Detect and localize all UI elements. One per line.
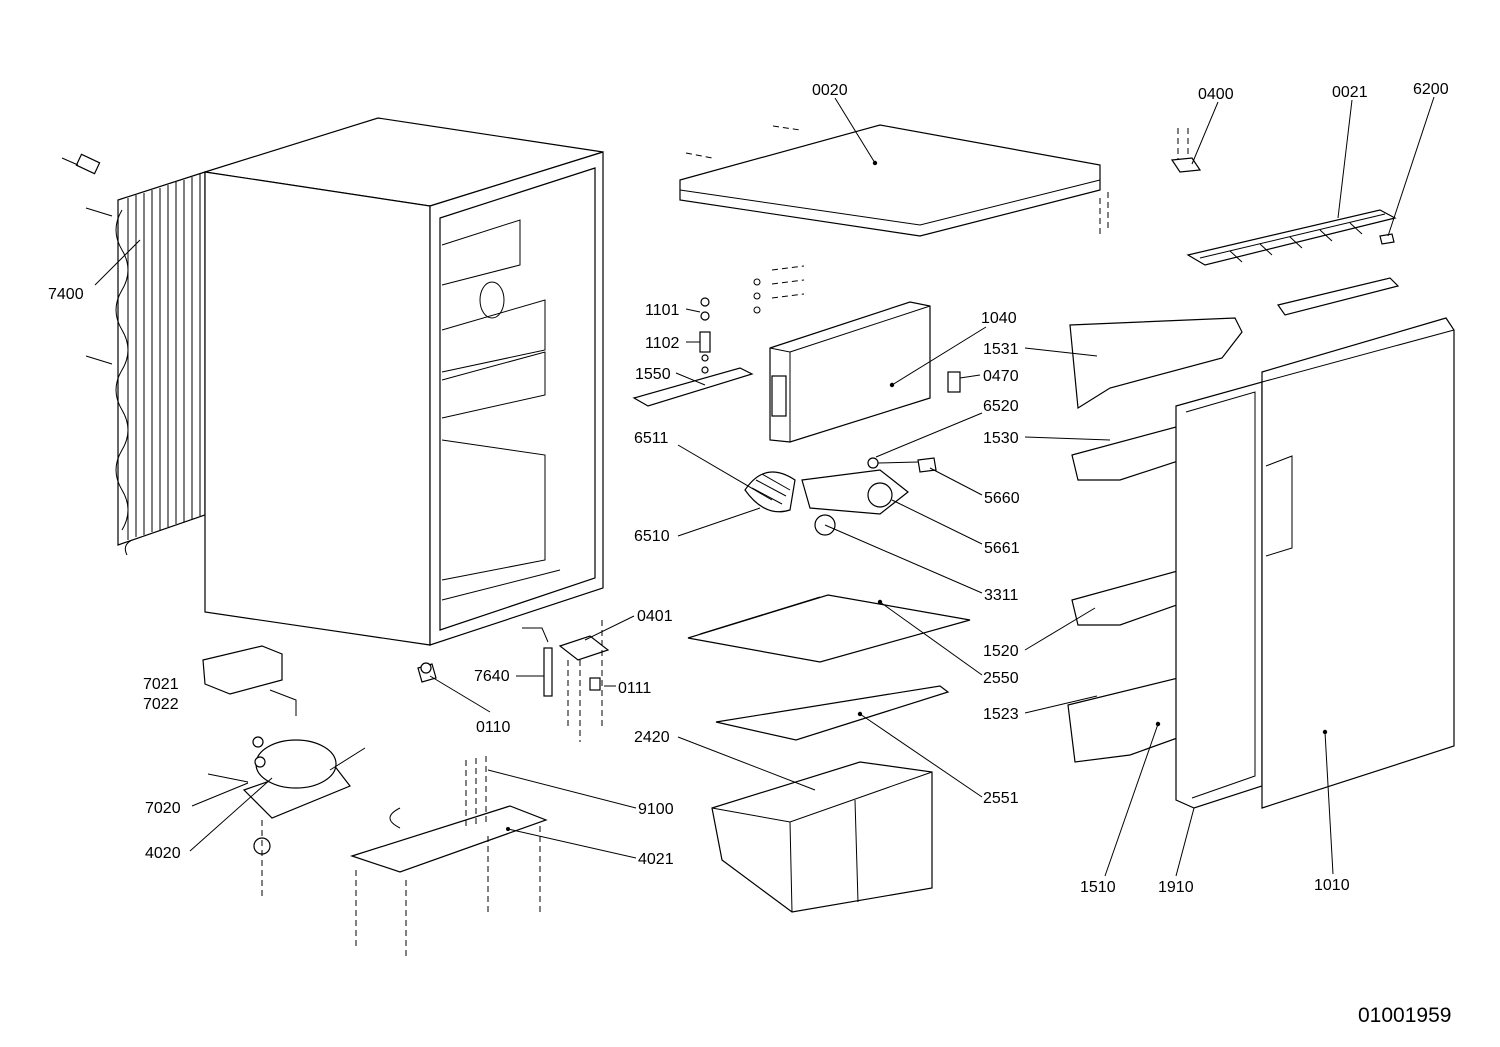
control-panel bbox=[753, 265, 931, 443]
top-cover bbox=[679, 124, 1109, 237]
label-6200: 6200 bbox=[1413, 81, 1449, 98]
label-5661: 5661 bbox=[984, 540, 1020, 557]
label-0401: 0401 bbox=[637, 608, 673, 625]
label-7400: 7400 bbox=[48, 286, 84, 303]
label-1040: 1040 bbox=[981, 310, 1017, 327]
label-4021: 4021 bbox=[638, 851, 674, 868]
label-3311: 3311 bbox=[984, 587, 1019, 604]
top-hinge bbox=[1170, 128, 1202, 173]
document-number: 01001959 bbox=[1358, 1004, 1451, 1027]
label-6510: 6510 bbox=[634, 528, 670, 545]
door-assembly bbox=[1175, 317, 1455, 809]
lower-hardware bbox=[417, 620, 610, 742]
label-1010: 1010 bbox=[1314, 877, 1350, 894]
label-7020: 7020 bbox=[145, 800, 181, 817]
lamp-assembly bbox=[744, 457, 937, 536]
grid-shelf bbox=[1186, 209, 1400, 316]
small-hardware bbox=[632, 297, 961, 407]
label-2550: 2550 bbox=[983, 670, 1019, 687]
label-5660: 5660 bbox=[984, 490, 1020, 507]
label-1910: 1910 bbox=[1158, 879, 1194, 896]
label-0400: 0400 bbox=[1198, 86, 1234, 103]
cabinet bbox=[204, 117, 604, 646]
label-1102: 1102 bbox=[645, 335, 680, 352]
label-0470: 0470 bbox=[983, 368, 1019, 385]
label-1531: 1531 bbox=[983, 341, 1019, 358]
part-labels: 0020 0400 0021 6200 7400 1101 1102 1550 … bbox=[48, 81, 1449, 896]
label-0021: 0021 bbox=[1332, 84, 1368, 101]
crisper-drawer bbox=[711, 761, 933, 913]
label-7022: 7022 bbox=[143, 696, 179, 713]
leader-lines bbox=[94, 96, 1435, 877]
label-1101: 1101 bbox=[645, 302, 680, 319]
label-6520: 6520 bbox=[983, 398, 1019, 415]
label-1550: 1550 bbox=[635, 366, 671, 383]
label-6511: 6511 bbox=[634, 430, 669, 447]
label-1523: 1523 bbox=[983, 706, 1019, 723]
label-2420: 2420 bbox=[634, 729, 670, 746]
label-7021: 7021 bbox=[143, 676, 179, 693]
label-7640: 7640 bbox=[474, 668, 510, 685]
label-1520: 1520 bbox=[983, 643, 1019, 660]
label-0111: 0111 bbox=[618, 680, 651, 697]
label-2551: 2551 bbox=[983, 790, 1019, 807]
compressor-assembly bbox=[202, 645, 548, 958]
label-9100: 9100 bbox=[638, 801, 674, 818]
label-1530: 1530 bbox=[983, 430, 1019, 447]
condenser-coil bbox=[61, 153, 206, 556]
label-0020: 0020 bbox=[812, 82, 848, 99]
label-4020: 4020 bbox=[145, 845, 181, 862]
glass-shelves bbox=[687, 594, 971, 741]
label-0110: 0110 bbox=[476, 719, 511, 736]
label-1510: 1510 bbox=[1080, 879, 1116, 896]
